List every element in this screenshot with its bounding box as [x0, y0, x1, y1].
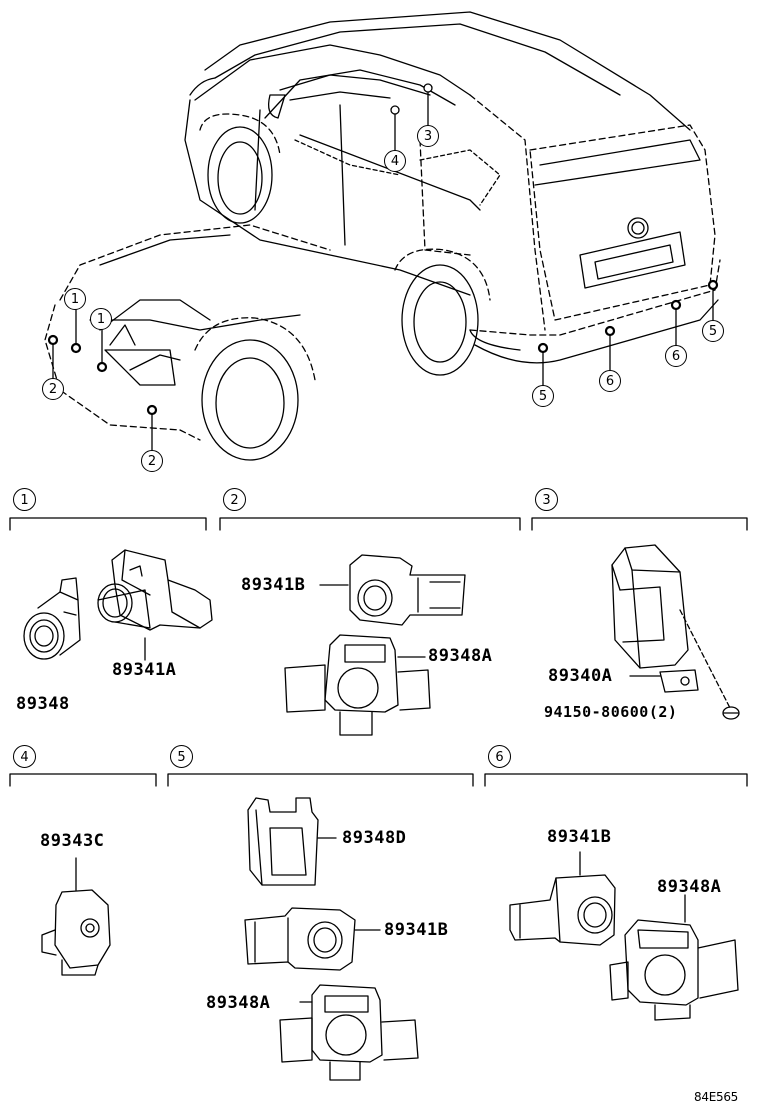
callout-5-rear-left: 5 [532, 385, 554, 407]
part-label-89341a: 89341A [112, 660, 177, 680]
part-label-s5-89348a: 89348A [206, 993, 271, 1013]
section-2-number: 2 [223, 488, 246, 511]
s1-bracket-drawing [23, 577, 81, 660]
callout-1-front-center: 1 [90, 308, 112, 330]
part-label-s6-89341b: 89341B [547, 827, 612, 847]
s5-retainer-drawing [279, 984, 419, 1081]
part-label-89343c: 89343C [40, 831, 105, 851]
section-6-number: 6 [488, 745, 511, 768]
callout-6-rear-right: 6 [665, 345, 687, 367]
callout-1-front-left: 1 [64, 288, 86, 310]
part-label-89348: 89348 [16, 694, 70, 714]
section-4-number: 4 [13, 745, 36, 768]
section-brackets [9, 517, 748, 787]
vehicle-front-illustration [44, 224, 331, 461]
part-label-89340a: 89340A [548, 666, 613, 686]
part-label-89348d: 89348D [342, 828, 407, 848]
section-1-number: 1 [13, 488, 36, 511]
s2-sensor-drawing [319, 554, 466, 626]
part-label-s2-89348a: 89348A [428, 646, 493, 666]
s6-sensor-drawing [509, 851, 616, 946]
s4-sensor-drawing [41, 857, 111, 976]
part-label-s2-89341b: 89341B [241, 575, 306, 595]
part-label-94150-80600: 94150-80600(2) [544, 703, 678, 721]
section-3-number: 3 [535, 488, 558, 511]
callout-2-front-corner: 2 [42, 378, 64, 400]
callout-5-rear-corner: 5 [702, 320, 724, 342]
callout-6-rear-center: 6 [599, 370, 621, 392]
section-5-number: 5 [170, 745, 193, 768]
part-label-s6-89348a: 89348A [657, 877, 722, 897]
s3-module-drawing [611, 544, 740, 720]
vehicle-rear-illustration [184, 11, 721, 386]
s5-holder-drawing [247, 797, 337, 886]
s2-retainer-drawing [284, 634, 431, 736]
part-label-s5-89341b: 89341B [384, 920, 449, 940]
callout-3-interior: 3 [417, 125, 439, 147]
s6-retainer-drawing [609, 894, 739, 1021]
callout-4-interior: 4 [384, 150, 406, 172]
s1-sensor-drawing [97, 549, 213, 661]
diagram-reference-code: 84E565 [694, 1090, 738, 1104]
callout-2-front-lower: 2 [141, 450, 163, 472]
s5-sensor-drawing [244, 907, 381, 971]
